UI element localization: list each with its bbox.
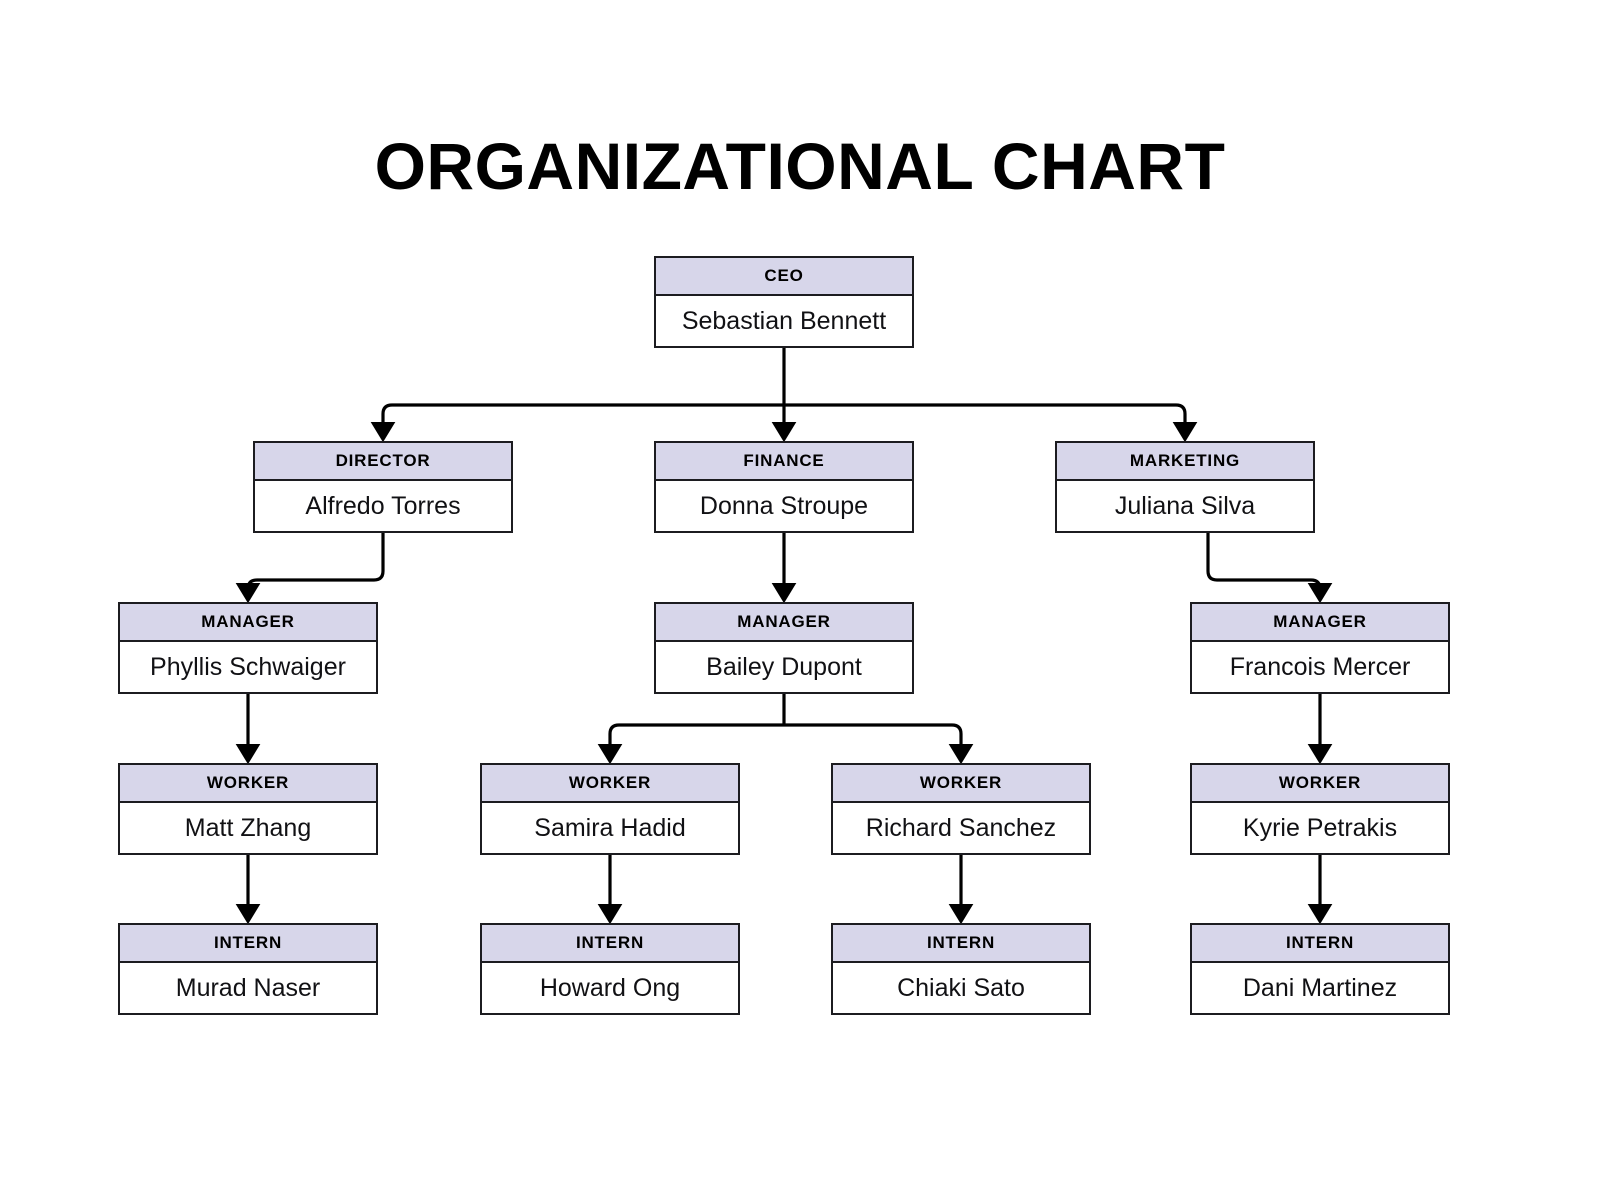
node-role-label: MANAGER: [656, 604, 912, 642]
node-name-label: Juliana Silva: [1057, 481, 1313, 531]
node-name-label: Francois Mercer: [1192, 642, 1448, 692]
connector-director-to-manager-1: [235, 531, 385, 604]
node-name-label: Samira Hadid: [482, 803, 738, 853]
node-name-label: Kyrie Petrakis: [1192, 803, 1448, 853]
node-role-label: WORKER: [833, 765, 1089, 803]
node-role-label: MANAGER: [1192, 604, 1448, 642]
node-worker-3[interactable]: WORKER Richard Sanchez: [831, 763, 1091, 855]
node-name-label: Matt Zhang: [120, 803, 376, 853]
node-finance[interactable]: FINANCE Donna Stroupe: [654, 441, 914, 533]
page-title: ORGANIZATIONAL CHART: [374, 129, 1226, 203]
node-role-label: WORKER: [1192, 765, 1448, 803]
node-name-label: Richard Sanchez: [833, 803, 1089, 853]
node-intern-3[interactable]: INTERN Chiaki Sato: [831, 923, 1091, 1015]
node-role-label: INTERN: [833, 925, 1089, 963]
node-role-label: MANAGER: [120, 604, 376, 642]
node-name-label: Sebastian Bennett: [656, 296, 912, 346]
node-role-label: INTERN: [482, 925, 738, 963]
node-role-label: DIRECTOR: [255, 443, 511, 481]
node-name-label: Bailey Dupont: [656, 642, 912, 692]
node-name-label: Murad Naser: [120, 963, 376, 1013]
node-manager-2[interactable]: MANAGER Bailey Dupont: [654, 602, 914, 694]
node-worker-4[interactable]: WORKER Kyrie Petrakis: [1190, 763, 1450, 855]
node-role-label: WORKER: [482, 765, 738, 803]
node-worker-2[interactable]: WORKER Samira Hadid: [480, 763, 740, 855]
node-intern-4[interactable]: INTERN Dani Martinez: [1190, 923, 1450, 1015]
node-role-label: FINANCE: [656, 443, 912, 481]
node-role-label: MARKETING: [1057, 443, 1313, 481]
node-name-label: Howard Ong: [482, 963, 738, 1013]
node-manager-3[interactable]: MANAGER Francois Mercer: [1190, 602, 1450, 694]
node-role-label: INTERN: [120, 925, 376, 963]
node-name-label: Dani Martinez: [1192, 963, 1448, 1013]
node-name-label: Alfredo Torres: [255, 481, 511, 531]
connector-manager-2-to-worker-2: [597, 723, 784, 765]
node-intern-2[interactable]: INTERN Howard Ong: [480, 923, 740, 1015]
connector-marketing-to-manager-3: [1206, 531, 1333, 604]
connector-manager-2-to-worker-3: [784, 723, 974, 765]
connector-ceo-to-marketing: [784, 403, 1198, 443]
node-director[interactable]: DIRECTOR Alfredo Torres: [253, 441, 513, 533]
connector-ceo-to-director: [370, 403, 784, 443]
node-name-label: Chiaki Sato: [833, 963, 1089, 1013]
node-name-label: Phyllis Schwaiger: [120, 642, 376, 692]
node-role-label: INTERN: [1192, 925, 1448, 963]
node-name-label: Donna Stroupe: [656, 481, 912, 531]
node-role-label: CEO: [656, 258, 912, 296]
node-marketing[interactable]: MARKETING Juliana Silva: [1055, 441, 1315, 533]
node-ceo[interactable]: CEO Sebastian Bennett: [654, 256, 914, 348]
node-manager-1[interactable]: MANAGER Phyllis Schwaiger: [118, 602, 378, 694]
node-role-label: WORKER: [120, 765, 376, 803]
node-intern-1[interactable]: INTERN Murad Naser: [118, 923, 378, 1015]
node-worker-1[interactable]: WORKER Matt Zhang: [118, 763, 378, 855]
